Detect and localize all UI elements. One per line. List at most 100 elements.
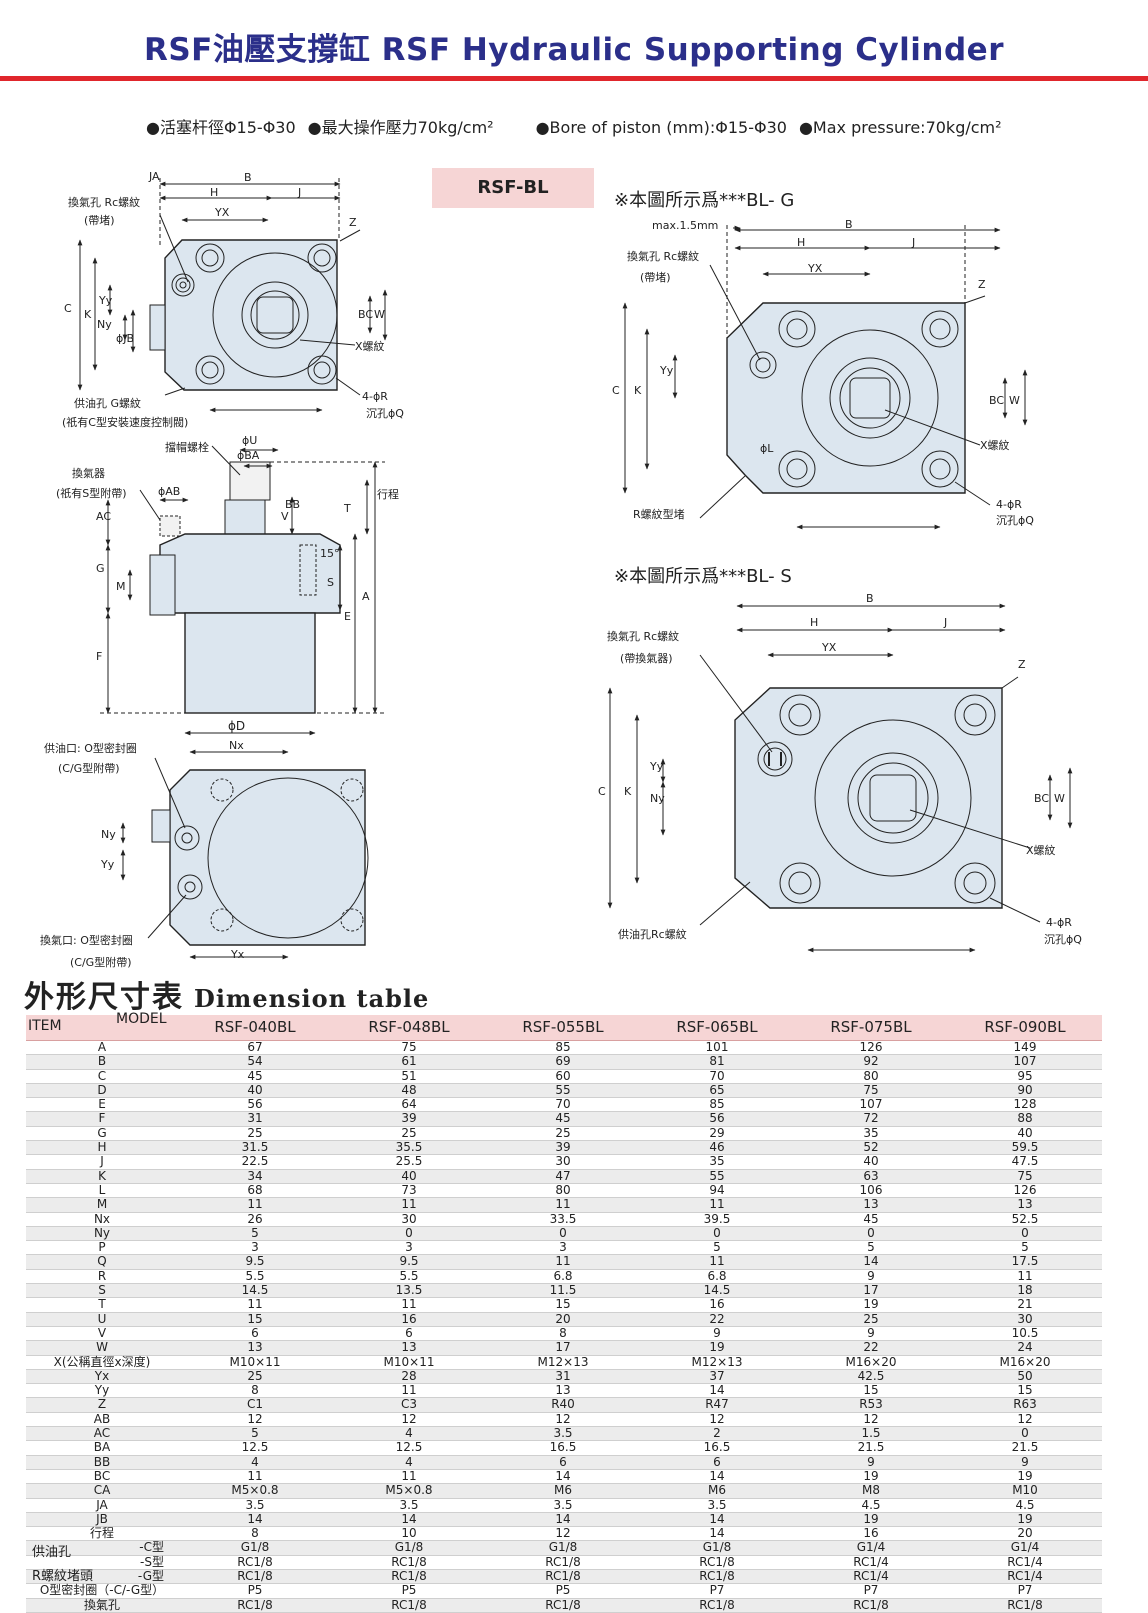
table-cell: 0 bbox=[332, 1226, 486, 1242]
table-cell: 3.5 bbox=[178, 1498, 332, 1513]
table-cell: 30 bbox=[486, 1155, 640, 1170]
row-label: BA bbox=[26, 1441, 178, 1456]
table-cell: 29 bbox=[640, 1126, 794, 1142]
table-cell: 25 bbox=[178, 1126, 332, 1142]
table-cell: 47 bbox=[486, 1169, 640, 1184]
table-cell: 11 bbox=[178, 1197, 332, 1213]
top-view-label: 沉孔ϕQ bbox=[366, 407, 404, 420]
top-view-label: BC bbox=[358, 308, 373, 321]
g-view-label: BC bbox=[989, 394, 1004, 407]
table-cell: 13.5 bbox=[332, 1283, 486, 1299]
s-view-label: B bbox=[866, 592, 874, 605]
table-cell: 64 bbox=[332, 1097, 486, 1113]
top-view-label: 換氣孔 Rc螺紋 bbox=[68, 195, 140, 209]
g-view-label: K bbox=[634, 384, 642, 397]
top-view-label: YX bbox=[214, 206, 230, 219]
row-label: Yy bbox=[26, 1383, 178, 1399]
table-cell: RC1/8 bbox=[486, 1555, 640, 1570]
table-cell: 22.5 bbox=[178, 1155, 332, 1170]
side-view-label: ϕAB bbox=[158, 485, 180, 498]
table-cell: 1.5 bbox=[794, 1426, 948, 1442]
row-label: C bbox=[26, 1069, 178, 1084]
spec-line: ●活塞杆徑Φ15-Φ30●最大操作壓力70kg/cm²●Bore of pist… bbox=[146, 114, 1014, 138]
table-cell: 12.5 bbox=[178, 1441, 332, 1456]
table-cell: 5 bbox=[178, 1226, 332, 1242]
table-cell: 20 bbox=[948, 1526, 1102, 1542]
table-cell: 8 bbox=[486, 1326, 640, 1342]
table-cell: RC1/8 bbox=[332, 1569, 486, 1585]
table-cell: 81 bbox=[640, 1055, 794, 1070]
top-view-label: J bbox=[297, 186, 301, 199]
item-model-header: ITEM MODEL bbox=[26, 1012, 178, 1041]
table-cell: M10×11 bbox=[332, 1355, 486, 1370]
technical-drawings: JA B H J YX Z 換氣孔 Rc螺紋 (帶堵) C K Yy Ny ϕJ… bbox=[40, 170, 1082, 969]
g-view-label: 沉孔ϕQ bbox=[996, 514, 1034, 527]
table-cell: 9 bbox=[794, 1269, 948, 1285]
side-view-label: F bbox=[96, 650, 102, 663]
table-cell: 11 bbox=[332, 1197, 486, 1213]
table-cell: 126 bbox=[794, 1040, 948, 1056]
side-view-label: 擋帽螺栓 bbox=[165, 440, 209, 454]
table-cell: 14 bbox=[486, 1512, 640, 1528]
table-cell: 11 bbox=[178, 1469, 332, 1485]
table-cell: 0 bbox=[948, 1226, 1102, 1242]
bottom-view-label: Nx bbox=[229, 739, 244, 752]
table-cell: 19 bbox=[948, 1512, 1102, 1528]
table-cell: RC1/8 bbox=[486, 1598, 640, 1613]
table-cell: 40 bbox=[332, 1169, 486, 1184]
item-header: ITEM bbox=[28, 1018, 62, 1034]
table-cell: 0 bbox=[794, 1226, 948, 1242]
side-view-label: BB bbox=[285, 498, 300, 511]
table-cell: 8 bbox=[178, 1383, 332, 1399]
table-cell: M8 bbox=[794, 1483, 948, 1499]
table-cell: M5×0.8 bbox=[332, 1483, 486, 1499]
table-cell: M5×0.8 bbox=[178, 1483, 332, 1499]
row-label: B bbox=[26, 1055, 178, 1070]
table-cell: 47.5 bbox=[948, 1155, 1102, 1170]
top-view-label: JA bbox=[148, 170, 160, 183]
table-cell: 11 bbox=[948, 1269, 1102, 1285]
note-s-type: ※本圖所示爲***BL- S bbox=[614, 566, 792, 587]
table-cell: 13 bbox=[794, 1197, 948, 1213]
g-view-label: Yy bbox=[659, 364, 674, 377]
note-g-type: ※本圖所示爲***BL- G bbox=[614, 190, 795, 211]
table-cell: 9 bbox=[948, 1455, 1102, 1470]
s-view-drawing bbox=[607, 603, 1073, 953]
table-cell: 14 bbox=[640, 1383, 794, 1399]
s-view-label: Yy bbox=[649, 760, 664, 773]
table-cell: 51 bbox=[332, 1069, 486, 1084]
top-view-label: C bbox=[64, 302, 72, 315]
table-cell: G1/8 bbox=[178, 1541, 332, 1556]
s-view-label: 換氣孔 Rc螺紋 bbox=[607, 629, 679, 643]
table-cell: 25 bbox=[332, 1126, 486, 1142]
row-label: CA bbox=[26, 1483, 178, 1499]
side-view-label: AC bbox=[96, 510, 111, 523]
side-view-drawing bbox=[100, 445, 385, 736]
bottom-view-label: Yy bbox=[100, 858, 115, 871]
table-cell: 35 bbox=[640, 1155, 794, 1170]
table-cell: 0 bbox=[486, 1226, 640, 1242]
table-cell: 6 bbox=[178, 1326, 332, 1342]
row-label: 行程 bbox=[26, 1526, 178, 1542]
side-view-label: 換氣器 bbox=[72, 466, 105, 480]
g-view-label: ϕL bbox=[760, 442, 774, 455]
table-cell: 65 bbox=[640, 1083, 794, 1099]
table-cell: 21 bbox=[948, 1298, 1102, 1313]
sub-type-label: -C型 bbox=[139, 1540, 164, 1555]
top-view-label: 4-ϕR bbox=[362, 390, 388, 403]
table-cell: 22 bbox=[794, 1340, 948, 1356]
row-label: K bbox=[26, 1169, 178, 1184]
table-cell: 12 bbox=[486, 1412, 640, 1428]
table-cell: 25.5 bbox=[332, 1155, 486, 1170]
table-cell: RC1/8 bbox=[948, 1598, 1102, 1613]
row-label: Nx bbox=[26, 1212, 178, 1227]
table-cell: 75 bbox=[794, 1083, 948, 1099]
table-cell: 50 bbox=[948, 1369, 1102, 1385]
row-label: J bbox=[26, 1155, 178, 1170]
row-label: R螺紋堵頭-G型 bbox=[26, 1569, 178, 1585]
